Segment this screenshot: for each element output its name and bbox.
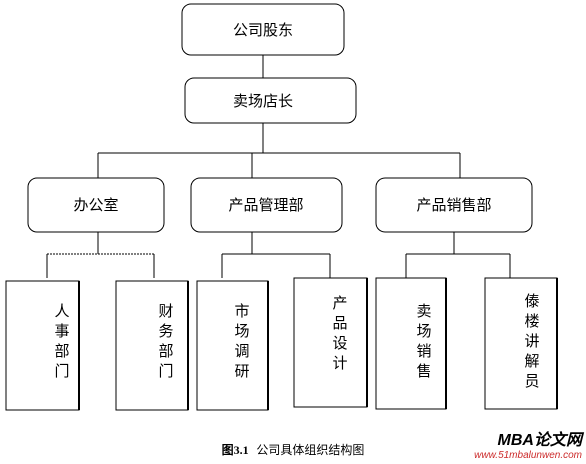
leaf-box-store-sales xyxy=(375,277,447,410)
connector-lines xyxy=(46,55,511,278)
node-office-label: 办公室 xyxy=(73,196,118,214)
figure-caption: 图3.1 公司具体组织结构图 xyxy=(0,441,586,458)
leaf-box-guide xyxy=(484,277,558,410)
node-product-sales: 产品销售部 xyxy=(375,177,533,233)
watermark-logo: MBA论文网 xyxy=(497,432,582,449)
node-product-management-label: 产品管理部 xyxy=(228,196,303,214)
figure-number: 图3.1 xyxy=(221,443,249,457)
leaf-box-product-design xyxy=(293,277,368,408)
node-store-manager: 卖场店长 xyxy=(184,77,357,124)
leaf-box-finance xyxy=(115,280,189,411)
leaf-label-product-design: 产品设计 xyxy=(332,294,347,372)
node-store-manager-label: 卖场店长 xyxy=(233,92,293,110)
leaf-box-market-research xyxy=(196,280,269,411)
leaf-label-market-research: 市场调研 xyxy=(234,302,249,380)
leaf-label-hr: 人事部门 xyxy=(54,302,69,380)
leaf-label-guide: 傣楼讲解员 xyxy=(524,292,539,390)
node-shareholders-label: 公司股东 xyxy=(233,21,293,39)
node-office: 办公室 xyxy=(27,177,165,233)
leaf-label-store-sales: 卖场销售 xyxy=(416,302,431,380)
watermark: MBA论文网 www.51mbalunwen.com xyxy=(474,433,582,461)
leaf-label-finance: 财务部门 xyxy=(158,302,173,380)
watermark-url: www.51mbalunwen.com xyxy=(474,450,582,461)
node-shareholders: 公司股东 xyxy=(181,3,345,56)
figure-title: 公司具体组织结构图 xyxy=(256,443,365,457)
leaf-box-hr xyxy=(5,280,80,411)
node-product-management: 产品管理部 xyxy=(190,177,343,233)
node-product-sales-label: 产品销售部 xyxy=(416,196,491,214)
